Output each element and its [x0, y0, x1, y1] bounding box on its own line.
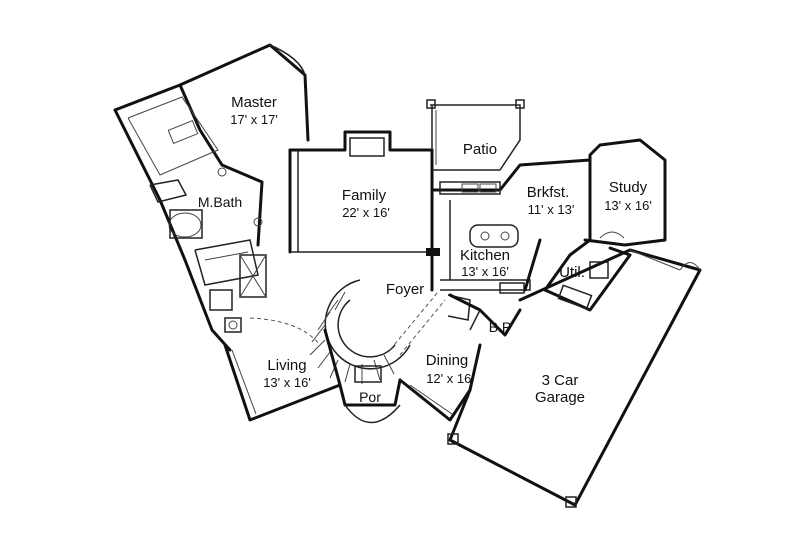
porch-walls [338, 365, 402, 424]
study-label: Study [609, 179, 648, 196]
column-marker [426, 248, 440, 256]
family-room-walls [288, 130, 440, 292]
living-walls [223, 317, 342, 422]
master-size: 17' x 17' [230, 112, 278, 127]
dining-walls [398, 294, 482, 422]
brkfst-label: Brkfst. [527, 184, 570, 201]
garage-walls [447, 248, 702, 508]
living-label: Living [267, 357, 306, 374]
patio-label: Patio [463, 141, 497, 158]
kitchen-size: 13' x 16' [461, 264, 509, 279]
butler-pantry-walls [448, 293, 522, 337]
study-walls [583, 138, 667, 247]
master-label: Master [231, 94, 277, 111]
master-suite-walls [113, 43, 310, 352]
garage-label-line1: 3 Car [542, 372, 579, 389]
garage-label-line2: Garage [535, 389, 585, 406]
por-label: Por [359, 389, 381, 405]
foyer-label: Foyer [386, 281, 424, 298]
living-size: 13' x 16' [263, 375, 311, 390]
dining-size: 12' x 16' [426, 371, 474, 386]
kitchen-walls [430, 158, 592, 294]
family-label: Family [342, 187, 387, 204]
kitchen-label: Kitchen [460, 247, 510, 264]
mbath-label: M.Bath [198, 194, 242, 210]
dining-label: Dining [426, 352, 469, 369]
brkfst-size: 11' x 13' [528, 202, 575, 217]
foyer-stairs [309, 279, 446, 384]
patio-walls [426, 99, 525, 171]
study-size: 13' x 16' [604, 198, 652, 213]
bp-label: B.P [489, 319, 512, 335]
util-label: Util. [559, 264, 585, 281]
family-size: 22' x 16' [342, 205, 390, 220]
